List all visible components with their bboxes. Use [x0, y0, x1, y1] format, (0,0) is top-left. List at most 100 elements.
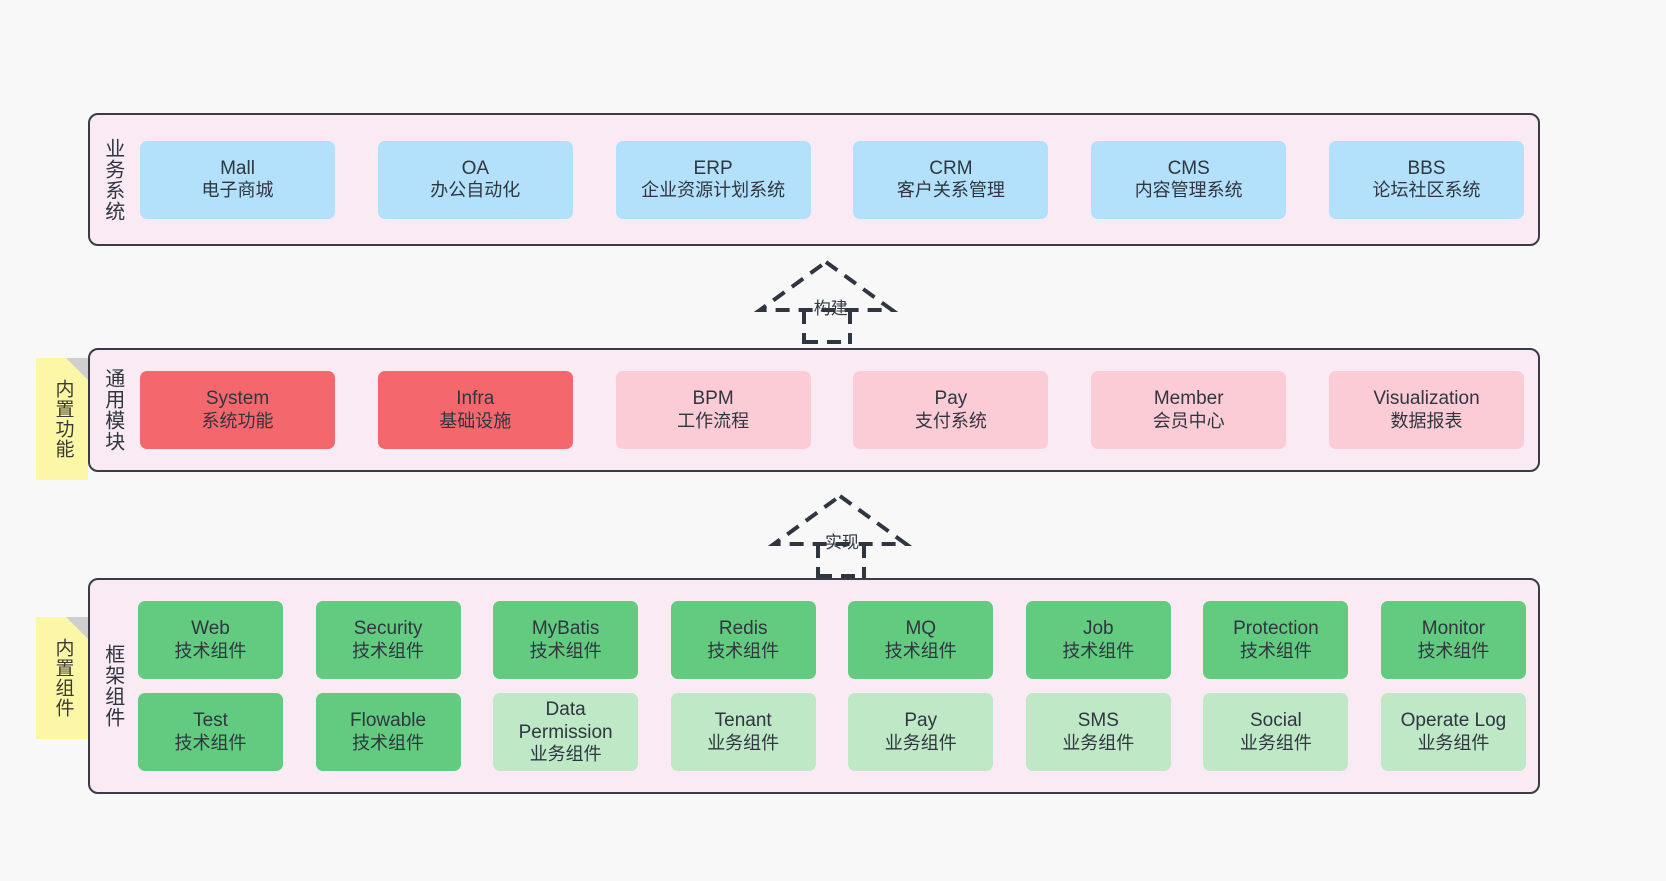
node-data-permission-title: Data Permission: [518, 698, 613, 744]
node-operate-log-desc: 业务组件: [1417, 732, 1490, 753]
node-visualization[interactable]: Visualization 数据报表: [1328, 371, 1524, 449]
sticky-fold-corner-icon: [66, 617, 88, 639]
node-redis-title: Redis: [718, 618, 768, 640]
node-system[interactable]: System 系统功能: [140, 371, 335, 449]
connector-implement-label: 实现: [825, 533, 859, 552]
node-crm[interactable]: CRM 客户关系管理: [853, 140, 1049, 219]
node-oa-desc: 办公自动化: [430, 180, 521, 201]
node-bbs-title: BBS: [1407, 157, 1446, 179]
node-cms[interactable]: CMS 内容管理系统: [1091, 140, 1287, 219]
node-pay-module-desc: 支付系统: [914, 410, 987, 431]
connector-build-arrow: [753, 259, 899, 344]
node-system-title: System: [205, 388, 270, 410]
node-social-desc: 业务组件: [1239, 732, 1312, 753]
node-monitor-title: Monitor: [1421, 618, 1486, 640]
node-visualization-desc: 数据报表: [1390, 410, 1463, 431]
node-pay-component-title: Pay: [904, 710, 938, 732]
connector-implement-arrow: [767, 493, 913, 578]
layer-framework-components: 框架组件 Web 技术组件 Security 技术组件 MyBatis 技术组件…: [88, 578, 1540, 794]
node-tenant[interactable]: Tenant 业务组件: [670, 693, 816, 771]
node-security-desc: 技术组件: [352, 640, 425, 661]
node-tenant-desc: 业务组件: [707, 732, 780, 753]
business-system-row: Mall 电子商城 OA 办公自动化 ERP 企业资源计划系统 CRM 客户关系…: [140, 140, 1524, 219]
node-data-permission-desc: 业务组件: [529, 744, 602, 765]
node-job[interactable]: Job 技术组件: [1025, 601, 1171, 679]
node-operate-log[interactable]: Operate Log 业务组件: [1380, 693, 1526, 771]
node-infra-title: Infra: [456, 388, 495, 410]
node-sms-desc: 业务组件: [1062, 732, 1135, 753]
node-operate-log-title: Operate Log: [1400, 710, 1507, 732]
sticky-note-builtin-features: 内置功能: [36, 358, 88, 480]
node-flowable-desc: 技术组件: [352, 732, 425, 753]
node-mq-title: MQ: [905, 618, 937, 640]
node-crm-desc: 客户关系管理: [896, 180, 1005, 201]
node-cms-desc: 内容管理系统: [1134, 180, 1243, 201]
connector-implement: 实现: [767, 492, 913, 578]
layer-common-modules-caption: 通用模块: [101, 368, 124, 452]
framework-business-row: Test 技术组件 Flowable 技术组件 Data Permission …: [138, 693, 1526, 771]
node-test[interactable]: Test 技术组件: [138, 693, 283, 771]
node-redis-desc: 技术组件: [707, 640, 780, 661]
node-pay-module[interactable]: Pay 支付系统: [853, 371, 1049, 449]
node-member[interactable]: Member 会员中心: [1091, 371, 1287, 449]
layer-business-system-body: Mall 电子商城 OA 办公自动化 ERP 企业资源计划系统 CRM 客户关系…: [134, 115, 1538, 244]
node-mybatis[interactable]: MyBatis 技术组件: [493, 601, 639, 679]
node-security-title: Security: [353, 618, 423, 640]
node-oa[interactable]: OA 办公自动化: [377, 140, 573, 219]
layer-framework-components-body: Web 技术组件 Security 技术组件 MyBatis 技术组件 Redi…: [134, 580, 1538, 792]
node-erp-title: ERP: [693, 157, 733, 179]
node-member-desc: 会员中心: [1152, 410, 1225, 431]
node-mybatis-desc: 技术组件: [529, 640, 602, 661]
node-flowable[interactable]: Flowable 技术组件: [315, 693, 461, 771]
node-web-title: Web: [191, 618, 230, 640]
sticky-note-builtin-components-label: 内置组件: [52, 638, 74, 718]
node-bpm[interactable]: BPM 工作流程: [615, 371, 811, 449]
node-mq[interactable]: MQ 技术组件: [848, 601, 994, 679]
node-bbs[interactable]: BBS 论坛社区系统: [1328, 140, 1524, 219]
node-erp[interactable]: ERP 企业资源计划系统: [615, 140, 811, 219]
node-social-title: Social: [1250, 710, 1302, 732]
node-pay-component[interactable]: Pay 业务组件: [848, 693, 994, 771]
node-data-permission[interactable]: Data Permission 业务组件: [493, 693, 639, 771]
node-mybatis-title: MyBatis: [531, 618, 600, 640]
node-monitor-desc: 技术组件: [1417, 640, 1490, 661]
node-monitor[interactable]: Monitor 技术组件: [1380, 601, 1526, 679]
node-web-desc: 技术组件: [174, 640, 247, 661]
node-system-desc: 系统功能: [201, 410, 274, 431]
node-visualization-title: Visualization: [1373, 388, 1480, 410]
node-sms-title: SMS: [1077, 710, 1119, 732]
framework-tech-row: Web 技术组件 Security 技术组件 MyBatis 技术组件 Redi…: [138, 601, 1526, 679]
node-bbs-desc: 论坛社区系统: [1372, 180, 1481, 201]
node-mall-title: Mall: [220, 157, 255, 179]
layer-business-system-caption: 业务系统: [101, 137, 124, 222]
node-tenant-title: Tenant: [714, 710, 772, 732]
common-modules-row: System 系统功能 Infra 基础设施 BPM 工作流程 Pay 支付系统…: [140, 371, 1524, 449]
node-security[interactable]: Security 技术组件: [315, 601, 461, 679]
node-pay-component-desc: 业务组件: [884, 732, 957, 753]
node-infra[interactable]: Infra 基础设施: [377, 371, 573, 449]
node-protection-title: Protection: [1233, 618, 1319, 640]
node-infra-desc: 基础设施: [439, 410, 512, 431]
node-pay-module-title: Pay: [934, 388, 968, 410]
node-erp-desc: 企业资源计划系统: [641, 180, 786, 201]
node-test-title: Test: [193, 710, 228, 732]
sticky-fold-corner-icon: [66, 358, 88, 380]
sticky-note-builtin-components: 内置组件: [36, 617, 88, 739]
layer-business-system: 业务系统 Mall 电子商城 OA 办公自动化 ERP 企业资源计划系统 CRM…: [88, 113, 1540, 246]
layer-framework-components-caption: 框架组件: [101, 644, 124, 728]
connector-build: 构建: [753, 258, 899, 344]
node-crm-title: CRM: [929, 157, 973, 179]
node-redis[interactable]: Redis 技术组件: [670, 601, 816, 679]
node-job-desc: 技术组件: [1062, 640, 1135, 661]
node-web[interactable]: Web 技术组件: [138, 601, 283, 679]
node-bpm-desc: 工作流程: [677, 410, 750, 431]
node-flowable-title: Flowable: [350, 710, 427, 732]
node-social[interactable]: Social 业务组件: [1203, 693, 1349, 771]
node-mall-desc: 电子商城: [201, 180, 274, 201]
connector-build-label: 构建: [813, 299, 848, 318]
node-sms[interactable]: SMS 业务组件: [1025, 693, 1171, 771]
node-mq-desc: 技术组件: [884, 640, 957, 661]
node-mall[interactable]: Mall 电子商城: [140, 140, 335, 219]
node-protection[interactable]: Protection 技术组件: [1203, 601, 1349, 679]
